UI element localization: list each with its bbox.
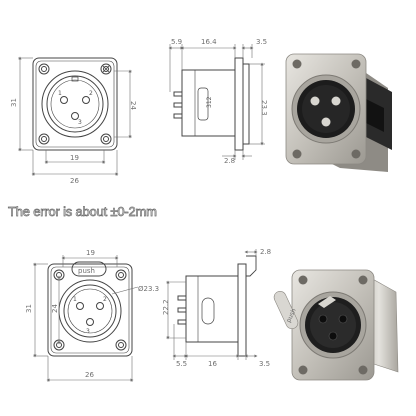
female-front-width: 26	[85, 371, 94, 379]
male-front-hole-bl	[38, 133, 50, 145]
male-front-pin-3	[71, 112, 79, 120]
female-front-view	[47, 261, 133, 357]
male-front-inner-height: 24	[129, 101, 137, 110]
female-side-bottom-mid: 16	[208, 360, 217, 368]
male-front-dimensions	[18, 56, 132, 176]
male-pin-2-label: 2	[89, 90, 93, 97]
error-tolerance-notice: The error is about ±0-2mm	[8, 204, 158, 220]
female-front-inner-height: 24	[51, 304, 59, 313]
female-side-flange	[237, 263, 247, 357]
male-connector-photo	[285, 53, 392, 172]
female-pin-1-label: 1	[73, 296, 77, 303]
male-side-top-mid: 16.4	[201, 38, 217, 46]
male-front-pin-2	[82, 96, 90, 104]
male-side-top-right: 3.5	[256, 38, 267, 46]
female-side-top-right: 2.8	[260, 248, 271, 256]
male-side-view	[173, 57, 250, 151]
female-side-bottom-left: 5.5	[176, 360, 187, 368]
male-side-flange	[234, 57, 244, 151]
male-pin-3-label: 3	[78, 119, 82, 126]
male-side-pin-numbers: 312	[206, 96, 213, 108]
female-push-label: push	[78, 267, 95, 275]
female-pin-3-label: 3	[86, 328, 90, 335]
female-side-view	[177, 255, 257, 357]
female-front-top: 19	[86, 249, 95, 257]
male-front-view	[32, 57, 118, 151]
female-front-pin-2	[96, 302, 104, 310]
male-front-ring	[41, 70, 109, 138]
male-front-flange	[32, 57, 118, 151]
female-side-body	[185, 275, 239, 343]
female-connector-photo: push	[273, 269, 399, 381]
male-side-dimensions	[168, 44, 265, 160]
male-front-hole-tr	[100, 63, 112, 75]
female-front-pin-1	[76, 302, 84, 310]
female-push-button	[71, 261, 107, 277]
female-front-flange	[47, 263, 133, 357]
female-pin-2-label: 2	[103, 296, 107, 303]
male-side-top-left: 5.9	[171, 38, 182, 46]
male-front-pin-1	[60, 96, 68, 104]
female-side-bottom-right: 3.5	[259, 360, 270, 368]
male-front-width: 26	[70, 177, 79, 185]
female-side-dimensions	[166, 249, 258, 360]
male-front-hole-tl	[38, 63, 50, 75]
female-front-pin-3	[86, 318, 94, 326]
female-front-dimensions	[33, 255, 139, 382]
female-front-diameter: Ø23.3	[138, 285, 159, 293]
male-side-bottom: 2.8	[224, 157, 235, 165]
female-front-height: 31	[25, 304, 33, 313]
male-pin-1-label: 1	[58, 90, 62, 97]
male-front-inner-width: 19	[70, 154, 79, 162]
male-front-height: 31	[10, 98, 18, 107]
male-side-right: 23.3	[260, 100, 268, 116]
male-front-hole-br	[100, 133, 112, 145]
female-side-left: 22.2	[162, 299, 170, 315]
